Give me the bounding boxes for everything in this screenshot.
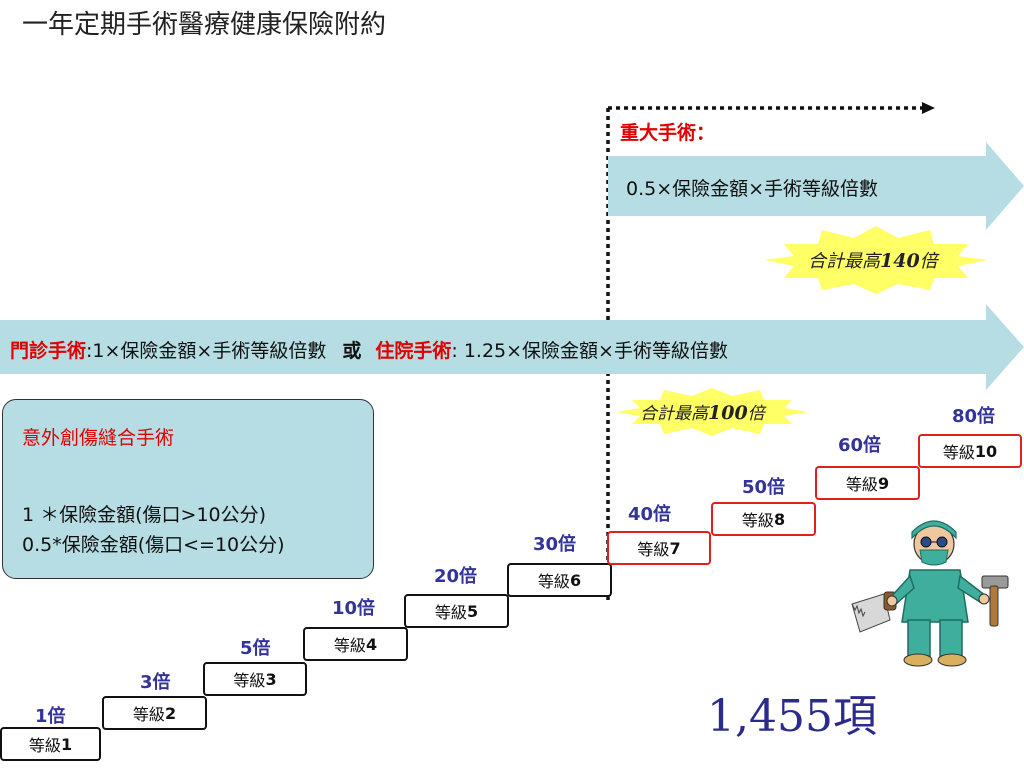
total-items-count: 1,455項 [707,691,877,742]
level-multiplier-5: 20倍 [434,566,478,587]
surgeon-cartoon-icon [851,520,1009,667]
level-multiplier-8: 50倍 [742,477,786,498]
cap-140-burst [764,226,988,294]
level-multiplier-2: 3倍 [140,672,171,693]
outpatient-inpatient-formula: 門診手術:1×保險金額×手術等級倍數或住院手術: 1.25×保險金額×手術等級倍… [10,336,728,363]
accident-box-title: 意外創傷縫合手術 [22,427,175,449]
inpatient-formula: : 1.25×保險金額×手術等級倍數 [451,340,728,362]
accident-box-line2: 0.5*保險金額(傷口<=10公分) [22,534,285,556]
level-multiplier-7: 40倍 [628,504,672,525]
cap-140-text: 合計最高140倍 [808,250,938,272]
level-multiplier-10: 80倍 [952,406,996,427]
accident-box-line1: 1 ＊保險金額(傷口>10公分) [22,504,267,526]
accident-suture-box [2,399,374,579]
major-surgery-label: 重大手術： [620,122,716,144]
major-surgery-formula: 0.5×保險金額×手術等級倍數 [626,178,879,200]
or-word: 或 [342,340,362,362]
cap-100-text: 合計最高100倍 [640,402,765,424]
page-title: 一年定期手術醫療健康保險附約 [22,10,387,40]
outpatient-label: 門診手術 [10,340,87,362]
outpatient-formula: :1×保險金額×手術等級倍數 [86,340,327,362]
level-multiplier-6: 30倍 [533,534,577,555]
level-multiplier-1: 1倍 [35,706,66,727]
cap-100-burst [616,388,808,436]
level-multiplier-4: 10倍 [332,598,376,619]
level-multiplier-3: 5倍 [240,638,271,659]
outpatient-inpatient-arrow [0,304,1024,390]
level-multiplier-9: 60倍 [838,435,882,456]
major-surgery-arrow [608,142,1024,230]
inpatient-label: 住院手術 [375,340,452,362]
